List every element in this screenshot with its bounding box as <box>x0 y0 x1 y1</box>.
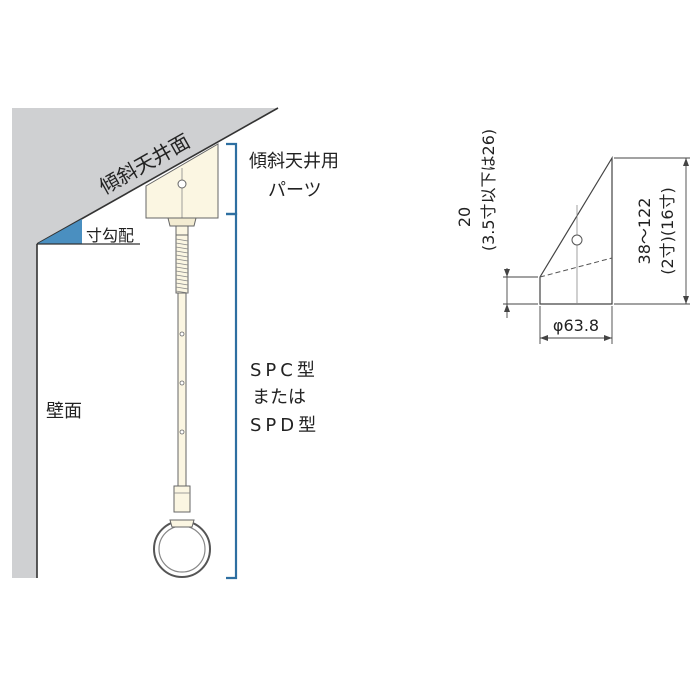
thread-mark <box>175 246 189 250</box>
thread-mark <box>175 270 189 274</box>
pole-hole-2 <box>179 380 185 386</box>
tall-height-value: 38〜122 <box>635 198 654 265</box>
slope-label: 寸勾配 <box>86 226 134 245</box>
wall-mass <box>12 108 278 578</box>
parts-label-line-1: 傾斜天井用 <box>249 151 339 172</box>
hanging-pole <box>153 234 211 578</box>
ring-holder <box>173 485 191 513</box>
model-label-line-3: SPD型 <box>250 415 320 436</box>
wedge-screw-hole <box>571 234 583 246</box>
thread-mark <box>175 250 189 254</box>
mount-collar <box>167 217 197 227</box>
thread-mark <box>175 274 189 278</box>
mount-nut <box>175 225 189 236</box>
wall-label: 壁面 <box>46 401 82 422</box>
thread-mark <box>175 258 189 262</box>
thread-mark <box>175 278 189 282</box>
thread-marks <box>175 238 189 294</box>
diameter-value: φ63.8 <box>553 316 599 335</box>
hanging-ring-outer <box>153 520 211 578</box>
thread-mark <box>175 286 189 290</box>
pole-hole-3 <box>179 429 185 435</box>
short-height-value: 20 <box>455 207 474 227</box>
pole-shaft <box>177 292 187 487</box>
hanging-ring-inner <box>158 525 206 573</box>
wall-ceiling-section <box>12 107 279 578</box>
mount-screw-hole <box>177 179 187 189</box>
thread-mark <box>175 238 189 242</box>
pole-hole-1 <box>179 331 185 337</box>
parts-label-line-2: パーツ <box>268 180 322 201</box>
thread-mark <box>175 266 189 270</box>
tall-height-note: (2寸)(16寸) <box>658 187 677 275</box>
slope-angle-wedge <box>37 219 82 244</box>
model-bracket <box>226 212 238 580</box>
wedge-hidden-line <box>539 257 613 278</box>
thread-mark <box>175 242 189 246</box>
thread-mark <box>175 282 189 286</box>
short-height-note: (3.5寸以下は26) <box>479 129 498 251</box>
sloped-ceiling-line <box>36 107 279 245</box>
model-label-line-1: SPC型 <box>250 360 319 381</box>
thread-mark <box>175 254 189 258</box>
thread-mark <box>175 262 189 266</box>
ceiling-mount-part <box>145 143 219 236</box>
part-dimension-drawing <box>503 155 690 344</box>
parts-bracket <box>226 142 238 216</box>
wedge-outline <box>539 155 613 305</box>
model-label-line-2: または <box>252 387 306 408</box>
